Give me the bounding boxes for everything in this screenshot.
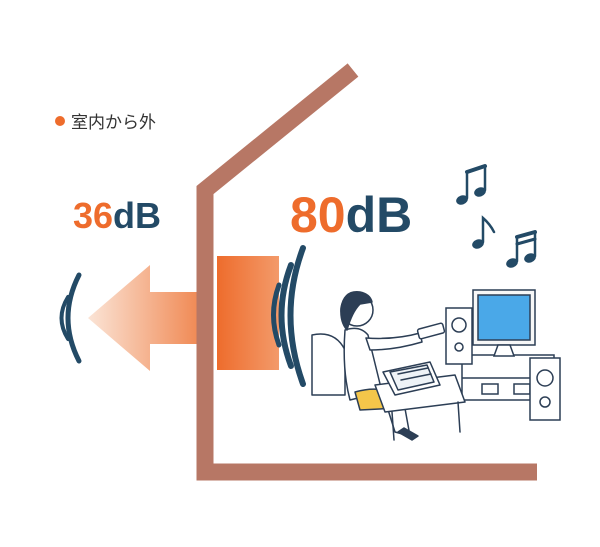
house-outline	[196, 63, 537, 481]
outside-sound-waves-icon	[59, 272, 82, 364]
outside-level-number: 36	[73, 195, 114, 236]
legend: 室内から外	[55, 108, 156, 133]
legend-dot-icon	[55, 115, 65, 126]
inside-level-number: 80	[290, 187, 346, 243]
inside-sound-waves-icon	[271, 245, 306, 387]
music-notes-icon	[456, 164, 537, 268]
inside-level-unit: dB	[345, 187, 413, 243]
outgoing-sound-arrow	[88, 265, 198, 371]
outside-level-unit: dB	[113, 195, 162, 236]
person-icon	[311, 291, 466, 441]
legend-label: 室内から外	[71, 113, 156, 133]
outside-sound-level: 36dB	[73, 198, 161, 234]
inside-sound-level: 80dB	[290, 190, 412, 240]
speaker-icon	[445, 307, 561, 421]
tv-icon	[472, 289, 536, 357]
sound-through-wall	[217, 256, 279, 370]
